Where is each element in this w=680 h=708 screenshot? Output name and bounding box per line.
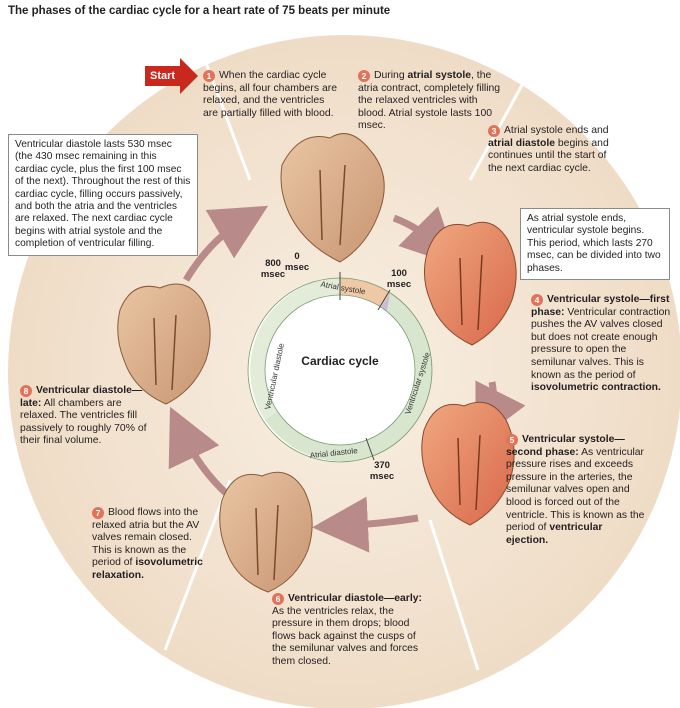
- separator-line: [428, 519, 480, 671]
- time-mark-370: 370 msec: [369, 460, 395, 482]
- separator-line: [163, 479, 232, 651]
- start-arrow: [145, 58, 198, 94]
- time-mark-100: 100 msec: [386, 268, 412, 290]
- step-number-badge: 4: [531, 294, 543, 306]
- ring-segment-lower: [265, 410, 372, 462]
- center-label: Cardiac cycle: [301, 354, 379, 368]
- cycle-arrow: [312, 496, 419, 553]
- step-number-badge: 6: [272, 593, 284, 605]
- step-number-badge: 3: [488, 125, 500, 137]
- heart-illustration-4: [219, 471, 313, 593]
- cycle-arrow: [182, 205, 269, 282]
- ring-inner-line: [264, 294, 416, 446]
- step-number-badge: 7: [92, 507, 104, 519]
- cycle-arrow: [168, 406, 231, 498]
- step-number-badge: 8: [20, 385, 32, 397]
- tick-370: [365, 437, 375, 461]
- heart-illustration-2: [424, 221, 517, 346]
- heart-illustration-1: [280, 133, 385, 263]
- ventricular-systole-info-box: As atrial systole ends, ventricular syst…: [520, 208, 670, 281]
- step-number-badge: 2: [358, 70, 370, 82]
- step-number-badge: 5: [506, 434, 518, 446]
- figure-title: The phases of the cardiac cycle for a he…: [8, 5, 391, 17]
- start-label: Start: [150, 70, 176, 82]
- step-number-badge: 1: [203, 70, 215, 82]
- ventricular-diastole-info-box: Ventricular diastole lasts 530 msec (the…: [8, 134, 198, 256]
- ring-segment-ventricular-diastole: [250, 278, 340, 420]
- time-mark-0: 0 msec: [284, 251, 310, 273]
- heart-illustration-3: [421, 401, 515, 526]
- ring-segment-atrial-systole: [340, 278, 390, 307]
- time-mark-800: 800 msec: [260, 258, 286, 280]
- tick-100: [377, 289, 391, 311]
- heart-illustration-5: [117, 283, 211, 405]
